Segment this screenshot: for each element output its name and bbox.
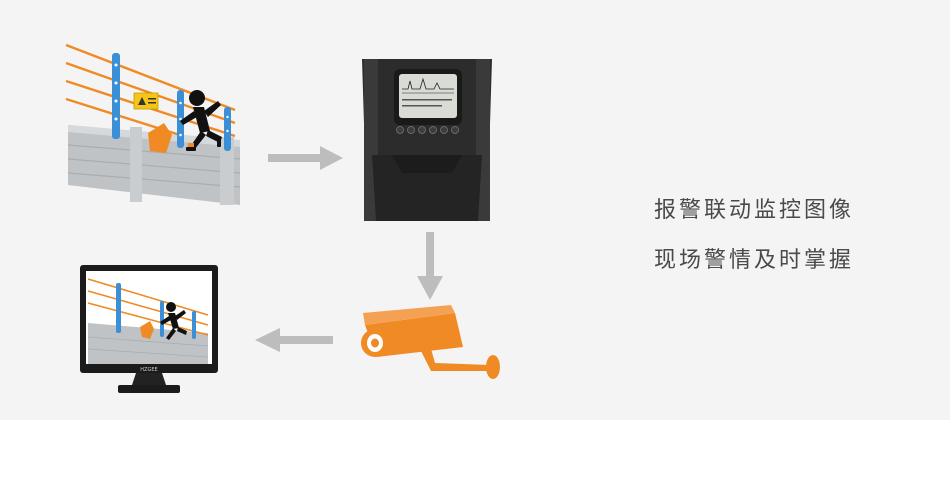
illustration-panel: HZGEE 报警联动监控图像 现场警情及时掌握: [0, 0, 950, 420]
arrow-down-icon: [417, 232, 443, 300]
caption-line-1: 报警联动监控图像: [654, 198, 855, 223]
monitor-display: HZGEE: [80, 265, 218, 393]
arrow-left-icon: [255, 328, 333, 352]
surveillance-camera-icon: [361, 305, 500, 379]
caption-line-2: 现场警情及时掌握: [654, 248, 855, 273]
caption-block: 报警联动监控图像 现场警情及时掌握: [654, 186, 914, 286]
alarm-controller-device: [362, 59, 492, 221]
fence-intrusion-illustration: [65, 43, 241, 205]
arrow-right-icon: [268, 146, 343, 170]
monitor-brand-label: HZGEE: [140, 367, 157, 373]
